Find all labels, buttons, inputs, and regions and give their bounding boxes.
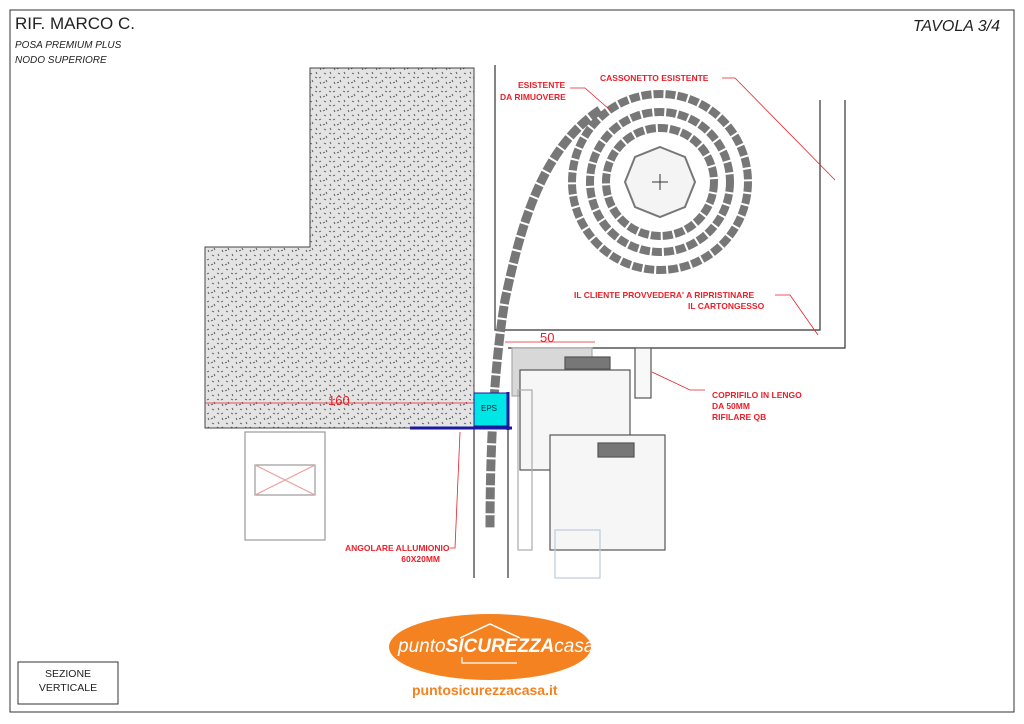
- sheet-border: [9, 9, 1015, 713]
- leader-lines: [450, 77, 836, 549]
- logo-url[interactable]: puntosicurezzacasa.it: [412, 682, 558, 698]
- label-existing-1: ESISTENTE: [518, 80, 566, 90]
- dimension-160: 160: [328, 393, 350, 408]
- section-box: [17, 661, 119, 705]
- section-label-2: VERTICALE: [38, 682, 98, 694]
- label-trim-1: COPRIFILO IN LENGO: [712, 390, 802, 400]
- roller-shutter: [485, 90, 752, 529]
- concrete-wall: [204, 67, 475, 429]
- dimension-50: 50: [540, 330, 555, 345]
- label-client-2: IL CARTONGESSO: [688, 301, 765, 311]
- reference-title: RIF. MARCO C.: [15, 14, 135, 33]
- label-existing-2: DA RIMUOVERE: [500, 92, 566, 102]
- section-label-1: SEZIONE: [44, 668, 92, 680]
- subtitle-2: NODO SUPERIORE: [15, 55, 107, 66]
- old-window: [244, 431, 326, 541]
- label-angle-2: 60X20MM: [401, 554, 440, 564]
- window-frame: [511, 347, 666, 579]
- eps-label: EPS: [481, 404, 498, 413]
- label-box-existing: CASSONETTO ESISTENTE: [600, 73, 709, 83]
- existing-box: [494, 65, 846, 349]
- logo-ellipse: [389, 614, 591, 680]
- label-angle-1: ANGOLARE ALLUMIONIO: [345, 543, 450, 553]
- label-trim-2: DA 50MM: [712, 401, 750, 411]
- logo-text: puntoSICUREZZAcasa: [398, 636, 595, 657]
- subtitle-1: POSA PREMIUM PLUS: [15, 40, 122, 51]
- label-trim-3: RIFILARE QB: [712, 412, 767, 422]
- sheet-number: TAVOLA 3/4: [912, 18, 1000, 35]
- label-client-1: IL CLIENTE PROVVEDERA' A RIPRISTINARE: [574, 290, 755, 300]
